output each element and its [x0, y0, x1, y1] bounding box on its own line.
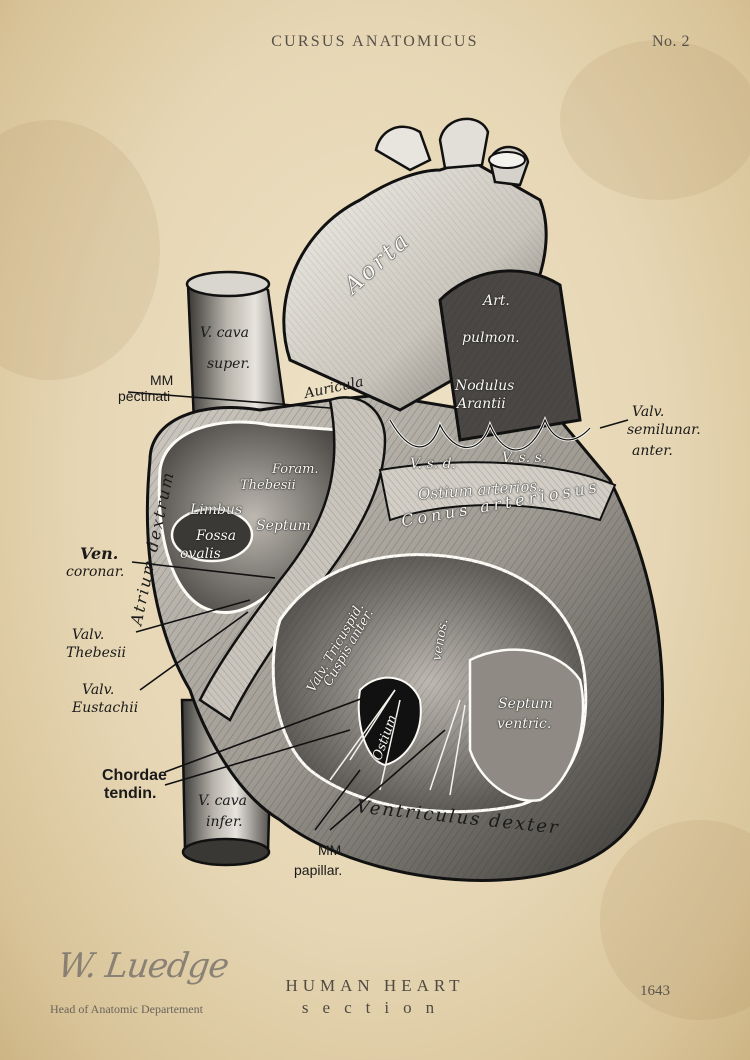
label-septum-ventric-1: Septum [498, 696, 553, 712]
plate-number: No. 2 [651, 33, 690, 50]
label-v-cava-super-2: super. [207, 356, 251, 372]
label-ven-coronar-2: coronar. [66, 564, 125, 580]
label-chordae-2: tendin. [104, 785, 157, 802]
label-septum: Septum [256, 518, 311, 534]
label-valv-eustachii-1: Valv. [82, 682, 115, 698]
label-v-cava-super-1: V. cava [200, 325, 250, 341]
label-fossa-1: Fossa [196, 528, 237, 544]
paper-stain [600, 820, 750, 1020]
label-valv-thebesii-2: Thebesii [66, 645, 127, 661]
label-ven-coronar-1: Ven. [80, 544, 119, 563]
label-valv-eustachii-2: Eustachii [72, 700, 139, 716]
plate-year: 1643 [640, 983, 670, 999]
signature-text: W. Luedge [55, 946, 231, 986]
label-art-pulmon-2: pulmon. [462, 330, 520, 346]
label-mm-papillar-2: papillar. [294, 862, 343, 878]
fossa-ovalis-shape [170, 507, 254, 563]
label-valv-thebesii-1: Valv. [72, 627, 105, 643]
leader-lines [127, 391, 629, 831]
plate-subtitle: section [301, 998, 449, 1017]
signature-caption: Head of Anatomic Departement [50, 1002, 203, 1016]
label-vsd: V. s. d. [410, 456, 457, 472]
label-valv-semilun-1: Valv. [632, 404, 665, 420]
label-mm-papillar-1: MM. [318, 842, 346, 858]
label-mm-pectinati-1: MM [150, 372, 174, 388]
label-septum-ventric-2: ventric. [497, 716, 552, 732]
label-chordae-1: Chordae [102, 767, 167, 784]
label-foram-2: Thebesii [240, 478, 296, 493]
label-v-cava-infer-1: V. cava [198, 793, 248, 809]
label-foram-1: Foram. [272, 462, 319, 477]
series-title: CURSUS ANATOMICUS [271, 33, 479, 50]
label-valv-semilun-2: semilunar. [627, 422, 701, 438]
label-valv-semilun-3: anter. [632, 443, 673, 459]
paper-stain [560, 40, 750, 200]
plate-title: HUMAN HEART [285, 976, 465, 995]
label-art-pulmon-1: Art. [483, 293, 510, 309]
label-fossa-2: ovalis [180, 546, 221, 562]
label-limbus: Limbus [190, 502, 243, 518]
label-mm-pectinati-2: pectinati [118, 388, 171, 404]
label-nodulus-1: Nodulus [455, 378, 515, 394]
label-nodulus-2: Arantii [457, 396, 506, 412]
label-vss: V. s. s. [502, 450, 547, 466]
label-v-cava-infer-2: infer. [206, 814, 243, 830]
